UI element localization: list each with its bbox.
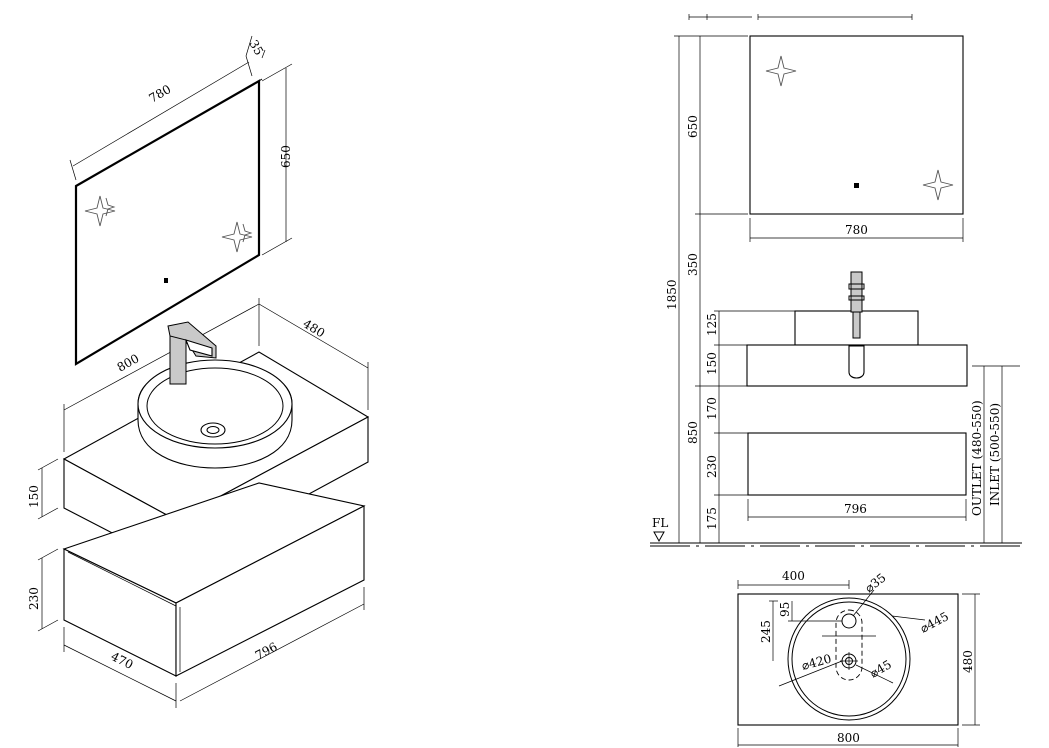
dim-label: 796 bbox=[844, 502, 867, 516]
dim-label: 650 bbox=[686, 115, 700, 138]
floor-line: FL bbox=[650, 516, 1022, 547]
inlet-label: INLET (500-550) bbox=[988, 403, 1002, 506]
dim-label: 350 bbox=[686, 253, 700, 276]
dim-label: 780 bbox=[147, 82, 174, 106]
front-sparkle-icon bbox=[922, 169, 954, 201]
dim-label: 150 bbox=[27, 485, 41, 508]
dim-label: ⌀35 bbox=[862, 570, 888, 595]
dim-label: 796 bbox=[253, 640, 280, 663]
dim-outlet-inlet: OUTLET (480-550) INLET (500-550) bbox=[970, 365, 1020, 543]
mirror-sensor-icon bbox=[164, 278, 168, 283]
dim-label: 400 bbox=[782, 569, 805, 583]
mirror-sensor-icon bbox=[854, 183, 859, 188]
front-drawer bbox=[747, 432, 967, 496]
iso-sparkle-icon bbox=[84, 195, 116, 227]
plan-basin-outer bbox=[787, 597, 911, 721]
isometric-view: 780 35 650 bbox=[27, 35, 370, 708]
dim-label: 1850 bbox=[665, 279, 679, 310]
dim-label: 245 bbox=[759, 620, 773, 643]
dim-front-mirror-width: 780 bbox=[749, 218, 964, 242]
dim-label: 800 bbox=[837, 731, 860, 745]
dim-mirror-thickness: 35 bbox=[245, 35, 266, 59]
dim-label: 650 bbox=[279, 145, 293, 168]
dim-label: 175 bbox=[705, 507, 719, 530]
dim-label: 230 bbox=[27, 587, 41, 610]
dim-plan-depth: 480 bbox=[961, 593, 980, 726]
dim-top-height: 150 bbox=[27, 458, 59, 520]
dim-mirror-width: 780 bbox=[69, 55, 253, 181]
dim-label: 230 bbox=[705, 455, 719, 478]
dim-label: 850 bbox=[686, 421, 700, 444]
outlet-label: OUTLET (480-550) bbox=[970, 400, 984, 516]
dim-label: 480 bbox=[961, 650, 975, 673]
iso-mirror: 780 35 650 bbox=[69, 35, 293, 366]
front-sparkle-icon bbox=[765, 55, 797, 87]
dim-label: 125 bbox=[705, 313, 719, 336]
plan-view: 400 ⌀35 95 245 ⌀445 ⌀420 ⌀45 480 bbox=[737, 569, 980, 747]
dim-front-drawer-width: 796 bbox=[747, 499, 967, 521]
front-elevation: 780 796 bbox=[650, 14, 1022, 547]
dim-label: 95 bbox=[778, 602, 792, 617]
front-mirror bbox=[749, 35, 964, 215]
iso-sparkle-icon bbox=[221, 221, 253, 253]
dim-mirror-height: 650 bbox=[261, 63, 293, 256]
plan-countertop bbox=[737, 593, 959, 726]
iso-drawer-unit: 230 470 796 bbox=[27, 482, 366, 708]
floor-label: FL bbox=[652, 516, 668, 530]
dim-plan-width: 800 bbox=[737, 728, 959, 747]
iso-basin bbox=[137, 321, 293, 469]
iso-faucet-icon bbox=[167, 321, 217, 385]
dim-label: 170 bbox=[705, 397, 719, 420]
dim-label: 480 bbox=[300, 317, 327, 341]
plan-basin-inner bbox=[791, 601, 907, 717]
dim-plan-offset: 400 bbox=[737, 569, 850, 589]
dim-label: 780 bbox=[845, 223, 868, 237]
dim-vertical-chain: 1850 650 350 850 125 150 170 230 175 bbox=[665, 35, 795, 543]
dim-drawer-height: 230 bbox=[27, 548, 59, 632]
dim-label: 800 bbox=[115, 351, 142, 374]
dim-label: 150 bbox=[705, 352, 719, 375]
dim-label: 35 bbox=[246, 38, 266, 58]
